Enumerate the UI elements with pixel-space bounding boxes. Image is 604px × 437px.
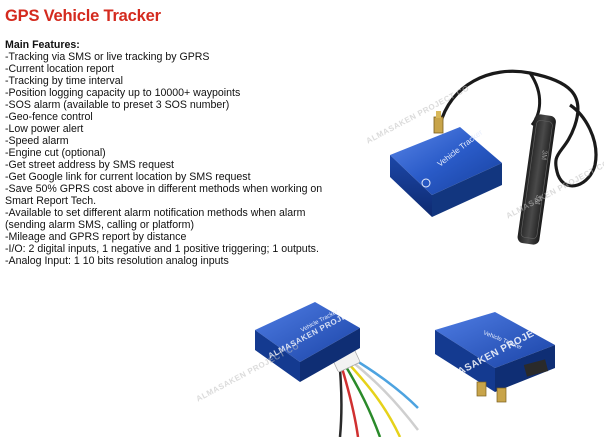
- feature-item: -Current location report: [5, 63, 114, 75]
- sim-card-icon: [523, 359, 549, 377]
- feature-item: -Speed alarm: [5, 135, 69, 147]
- feature-item: -I/O: 2 digital inputs, 1 negative and 1…: [5, 243, 319, 255]
- logo-icon: [421, 178, 431, 188]
- feature-item: -Geo-fence control: [5, 111, 93, 123]
- tracker-main-photo: 3M 3M Vehicle Tracker: [390, 69, 598, 245]
- feature-item: -Position logging capacity up to 10000+ …: [5, 87, 241, 99]
- tracker-connectors-photo: Vehicle Tracker: [435, 312, 555, 403]
- feature-item: -Analog Input: 1 10 bits resolution anal…: [5, 255, 229, 267]
- features-heading: Main Features:: [5, 39, 80, 51]
- feature-item: -Available to set different alarm notifi…: [5, 207, 306, 231]
- feature-item: -Get Google link for current location by…: [5, 171, 251, 183]
- antenna-label: 3M: [540, 150, 548, 161]
- feature-item: -Low power alert: [5, 123, 84, 135]
- feature-item: -SOS alarm (available to preset 3 SOS nu…: [5, 99, 230, 111]
- feature-item: -Engine cut (optional): [5, 147, 106, 159]
- feature-item: -Tracking by time interval: [5, 75, 123, 87]
- page-title: GPS Vehicle Tracker: [5, 7, 161, 25]
- antenna-connector-icon: [496, 387, 507, 403]
- antenna-connector-icon: [433, 116, 444, 134]
- feature-item: -Get street address by SMS request: [5, 159, 174, 171]
- tracker-device: Vehicle Tracker: [390, 127, 502, 217]
- antenna-label: 3M: [533, 194, 541, 205]
- tracker-wiring-photo: Vehicle Tracker: [255, 302, 419, 437]
- feature-item: -Mileage and GPRS report by distance: [5, 231, 187, 243]
- gps-antenna: 3M 3M: [517, 114, 556, 245]
- feature-item: -Save 50% GPRS cost above in different m…: [5, 183, 323, 207]
- features-list: Main Features: -Tracking via SMS or live…: [5, 39, 330, 267]
- antenna-connector-icon: [476, 381, 487, 397]
- feature-item: -Tracking via SMS or live tracking by GP…: [5, 51, 210, 63]
